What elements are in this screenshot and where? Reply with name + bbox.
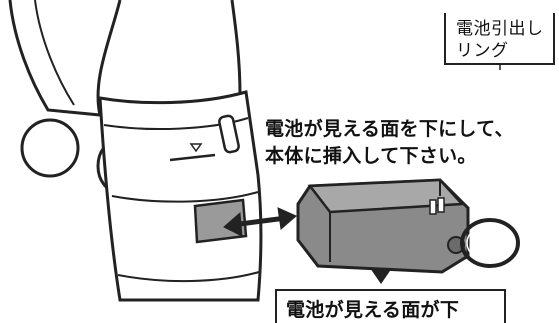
device-strap-right [230, 0, 242, 96]
down-arrow-icon [370, 268, 392, 284]
battery-side-caption: 電池が見える面が下 [275, 289, 506, 323]
device-upper-arm [8, 0, 122, 117]
device-body [98, 90, 263, 302]
pull-ring-callout: 電池引出し リング [444, 13, 555, 65]
device-knob-outer [20, 118, 80, 178]
device-body-base [117, 271, 260, 283]
dial-slot [169, 153, 216, 162]
down-triangle-mark [189, 143, 203, 153]
insertion-instruction: 電池が見える面を下にして、 本体に挿入して下さい。 [265, 116, 514, 170]
device-strap-inner [34, 0, 75, 106]
instruction-line-1: 電池が見える面を下にして、 [265, 118, 514, 140]
battery-pack [296, 178, 470, 274]
release-latch [218, 114, 240, 154]
device-body-lower-band [111, 191, 259, 203]
battery-pull-ring [460, 218, 520, 268]
insertion-arrow-icon [223, 207, 297, 237]
callout-line-1: 電池引出し [456, 19, 544, 39]
instruction-line-2: 本体に挿入して下さい。 [265, 145, 477, 167]
callout-line-2: リング [456, 41, 509, 61]
